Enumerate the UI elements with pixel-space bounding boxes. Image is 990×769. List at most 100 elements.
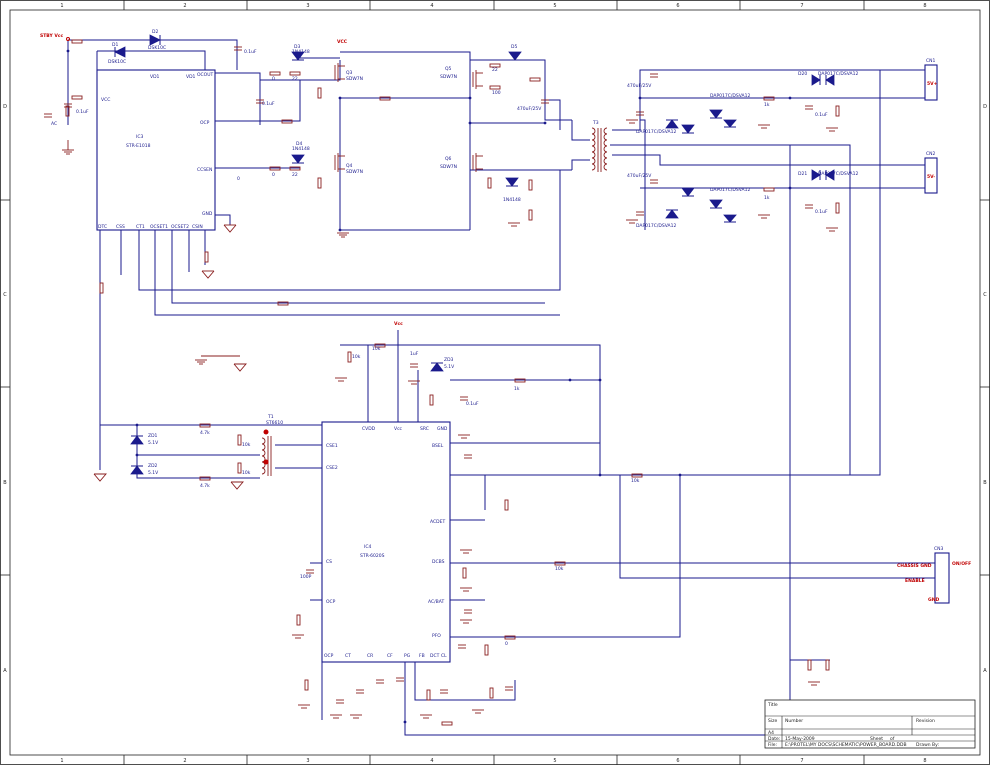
- cn3-body[interactable]: [934, 552, 950, 604]
- ground-icon: [826, 227, 838, 232]
- part-value: 0.1uF: [244, 49, 257, 55]
- drawn-label: Drawn By:: [916, 742, 939, 748]
- diode-d13: [709, 199, 723, 209]
- diode-d22: [811, 169, 821, 181]
- ground-icon: [233, 363, 247, 372]
- cn3-net: GND: [928, 597, 939, 603]
- row-labels: D C B A D C B A: [3, 104, 987, 674]
- ic4-pin: PFO: [432, 633, 441, 639]
- resistor-r39: [429, 394, 434, 406]
- part-label: D5: [511, 44, 517, 50]
- ic4-pin: CSE2: [326, 465, 338, 471]
- ic4-pin: GND: [437, 426, 448, 432]
- part-value: DAP017C/DSVA12: [818, 171, 858, 177]
- ground-icon: [826, 127, 838, 132]
- diode-d6: [505, 177, 519, 187]
- ic4-pin: CT: [345, 653, 351, 659]
- capacitor: [44, 113, 52, 118]
- resistor-r43: [199, 476, 211, 481]
- component-labels: D1 DSK10C D2 DSK10C D3 1N4148 D4 1N4148 …: [76, 29, 858, 647]
- part-value: 470uF/25V: [627, 83, 652, 89]
- capacitor: [64, 103, 72, 108]
- ic3-body[interactable]: [96, 69, 216, 231]
- resistor-r35: [204, 251, 209, 263]
- part-value: 0: [272, 172, 275, 178]
- ic3-part: STR-E1018: [126, 143, 151, 149]
- part-value: 10k: [352, 354, 361, 360]
- diode-d11: [681, 187, 695, 197]
- ground-icon: [93, 473, 107, 482]
- part-label: D3: [294, 44, 300, 50]
- ground-icon: [458, 434, 470, 439]
- part-value: 5.1V: [444, 364, 455, 370]
- part-value: 0: [237, 176, 240, 182]
- resistor-r49: [484, 644, 489, 656]
- cn3-pin-net: ON/OFF: [952, 561, 971, 567]
- ic4-pin: CF: [387, 653, 393, 659]
- resistor-r2: [71, 95, 83, 100]
- ic3-name: IC3: [136, 134, 143, 140]
- cn1-body[interactable]: [924, 64, 938, 101]
- column-labels-bottom: 1 2 3 4 5 6 7 8: [60, 758, 926, 764]
- ic4-block[interactable]: IC4 STR-6020S CSE1 CSE2 CS CVDD Vcc SRC …: [321, 421, 451, 663]
- cn3-label: CN3: [934, 546, 944, 552]
- part-value: 4.7k: [200, 430, 210, 436]
- capacitor: [440, 689, 448, 694]
- zener-zd3: [430, 362, 444, 372]
- capacitor: [464, 609, 472, 614]
- resistor-r5: [289, 71, 301, 76]
- file-value: E:\PROTEL\MY DOCS\SCHEMATIC\POWER_BOARD.…: [785, 742, 907, 748]
- zener-zd2: [130, 465, 144, 475]
- connector-cn3[interactable]: CN3 CHASSIS GND ENABLE GND ON/OFF: [897, 546, 971, 604]
- cn1-net: 5V+: [927, 81, 938, 87]
- ic4-pin: CVDD: [362, 426, 376, 432]
- diode-d4: [291, 154, 305, 164]
- diode-d1: [114, 46, 126, 58]
- diode-d9: [709, 109, 723, 119]
- resistor-r40: [199, 423, 211, 428]
- capacitor: [376, 679, 384, 684]
- row-label: C: [983, 292, 987, 298]
- ic3-pin: CT1: [136, 224, 145, 230]
- capacitor: [460, 396, 468, 401]
- diode-d5: [508, 51, 522, 61]
- resistor-r42: [237, 462, 242, 474]
- row-label: B: [983, 480, 987, 486]
- part-label: Q6: [445, 156, 452, 162]
- ic3-block[interactable]: IC3 STR-E1018 VD1 VD1 OCOUT VCC OCP CCSE…: [96, 69, 216, 231]
- capacitor: [805, 204, 813, 209]
- mosfet-q3: [334, 63, 345, 82]
- part-value: 0: [505, 641, 508, 647]
- connector-cn2[interactable]: CN2 5V-: [924, 151, 938, 194]
- part-value: 1N4148: [292, 49, 310, 55]
- capacitor: [396, 677, 404, 682]
- power-labels: STBY Vcc VCC Vcc AC: [40, 33, 403, 327]
- connector-cn1[interactable]: CN1 5V+: [924, 58, 938, 101]
- resistor-r38: [514, 378, 526, 383]
- resistor-r10: [379, 96, 391, 101]
- ic4-body[interactable]: [321, 421, 451, 663]
- col-label: 8: [923, 3, 926, 9]
- polarity-dot: [263, 429, 269, 435]
- cn2-body[interactable]: [924, 157, 938, 194]
- part-value: DAP017C/DSVA12: [818, 71, 858, 77]
- ic4-name: IC4: [364, 544, 371, 550]
- part-value: 100P: [300, 574, 312, 580]
- col-label: 6: [676, 3, 679, 9]
- row-label: C: [3, 292, 7, 298]
- capacitor: [541, 99, 549, 104]
- resistor-r53: [426, 689, 431, 701]
- part-value: 0.1uF: [76, 109, 89, 115]
- part-value: 0.1uF: [815, 112, 828, 118]
- ground-icon: [808, 681, 820, 686]
- col-label: 3: [306, 3, 309, 9]
- part-label: Q3: [346, 70, 353, 76]
- t1-part: ST6610: [266, 420, 283, 426]
- part-label: ZD3: [444, 357, 454, 363]
- resistor-r58: [281, 119, 293, 124]
- part-value: SDW7N: [346, 76, 363, 82]
- capacitor: [458, 644, 466, 649]
- row-label: D: [3, 104, 7, 110]
- resistor-r33: [835, 202, 840, 214]
